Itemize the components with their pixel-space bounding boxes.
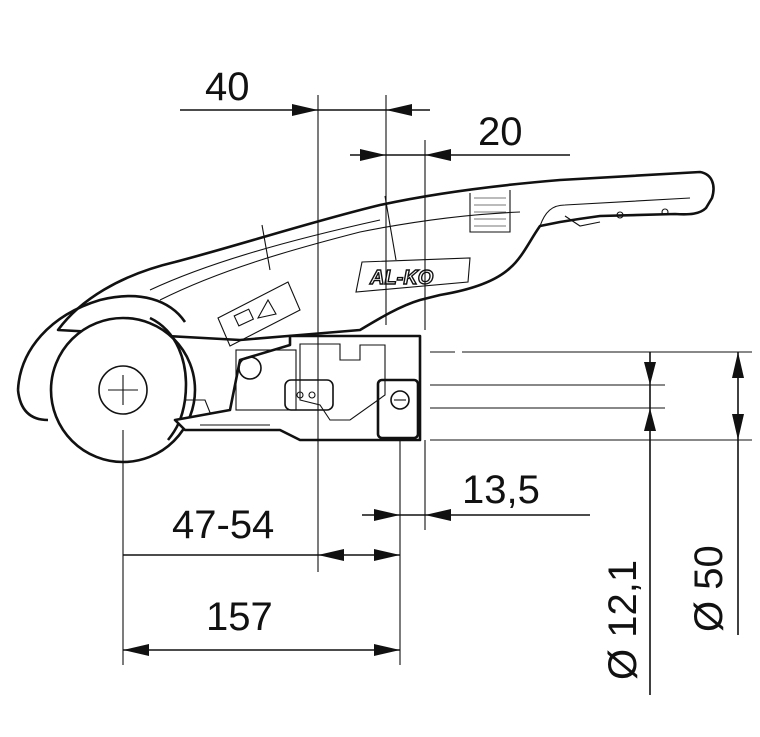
pin-hole: [390, 390, 410, 410]
brand-logo: AL-KO: [369, 267, 434, 289]
coupling-head-outline: AL-KO: [16, 170, 715, 464]
dim-40-label: 40: [205, 65, 250, 109]
dim-13-5-label: 13,5: [462, 468, 540, 512]
dim-dia-50-label: Ø 50: [687, 545, 731, 632]
dim-157-label: 157: [206, 595, 273, 639]
dim-47-54-label: 47-54: [172, 503, 274, 547]
dim-dia-12-1-label: Ø 12,1: [601, 560, 645, 680]
warning-triangle-icon: [256, 298, 277, 319]
dimension-lines: [122, 95, 752, 695]
dim-20-label: 20: [478, 110, 523, 154]
